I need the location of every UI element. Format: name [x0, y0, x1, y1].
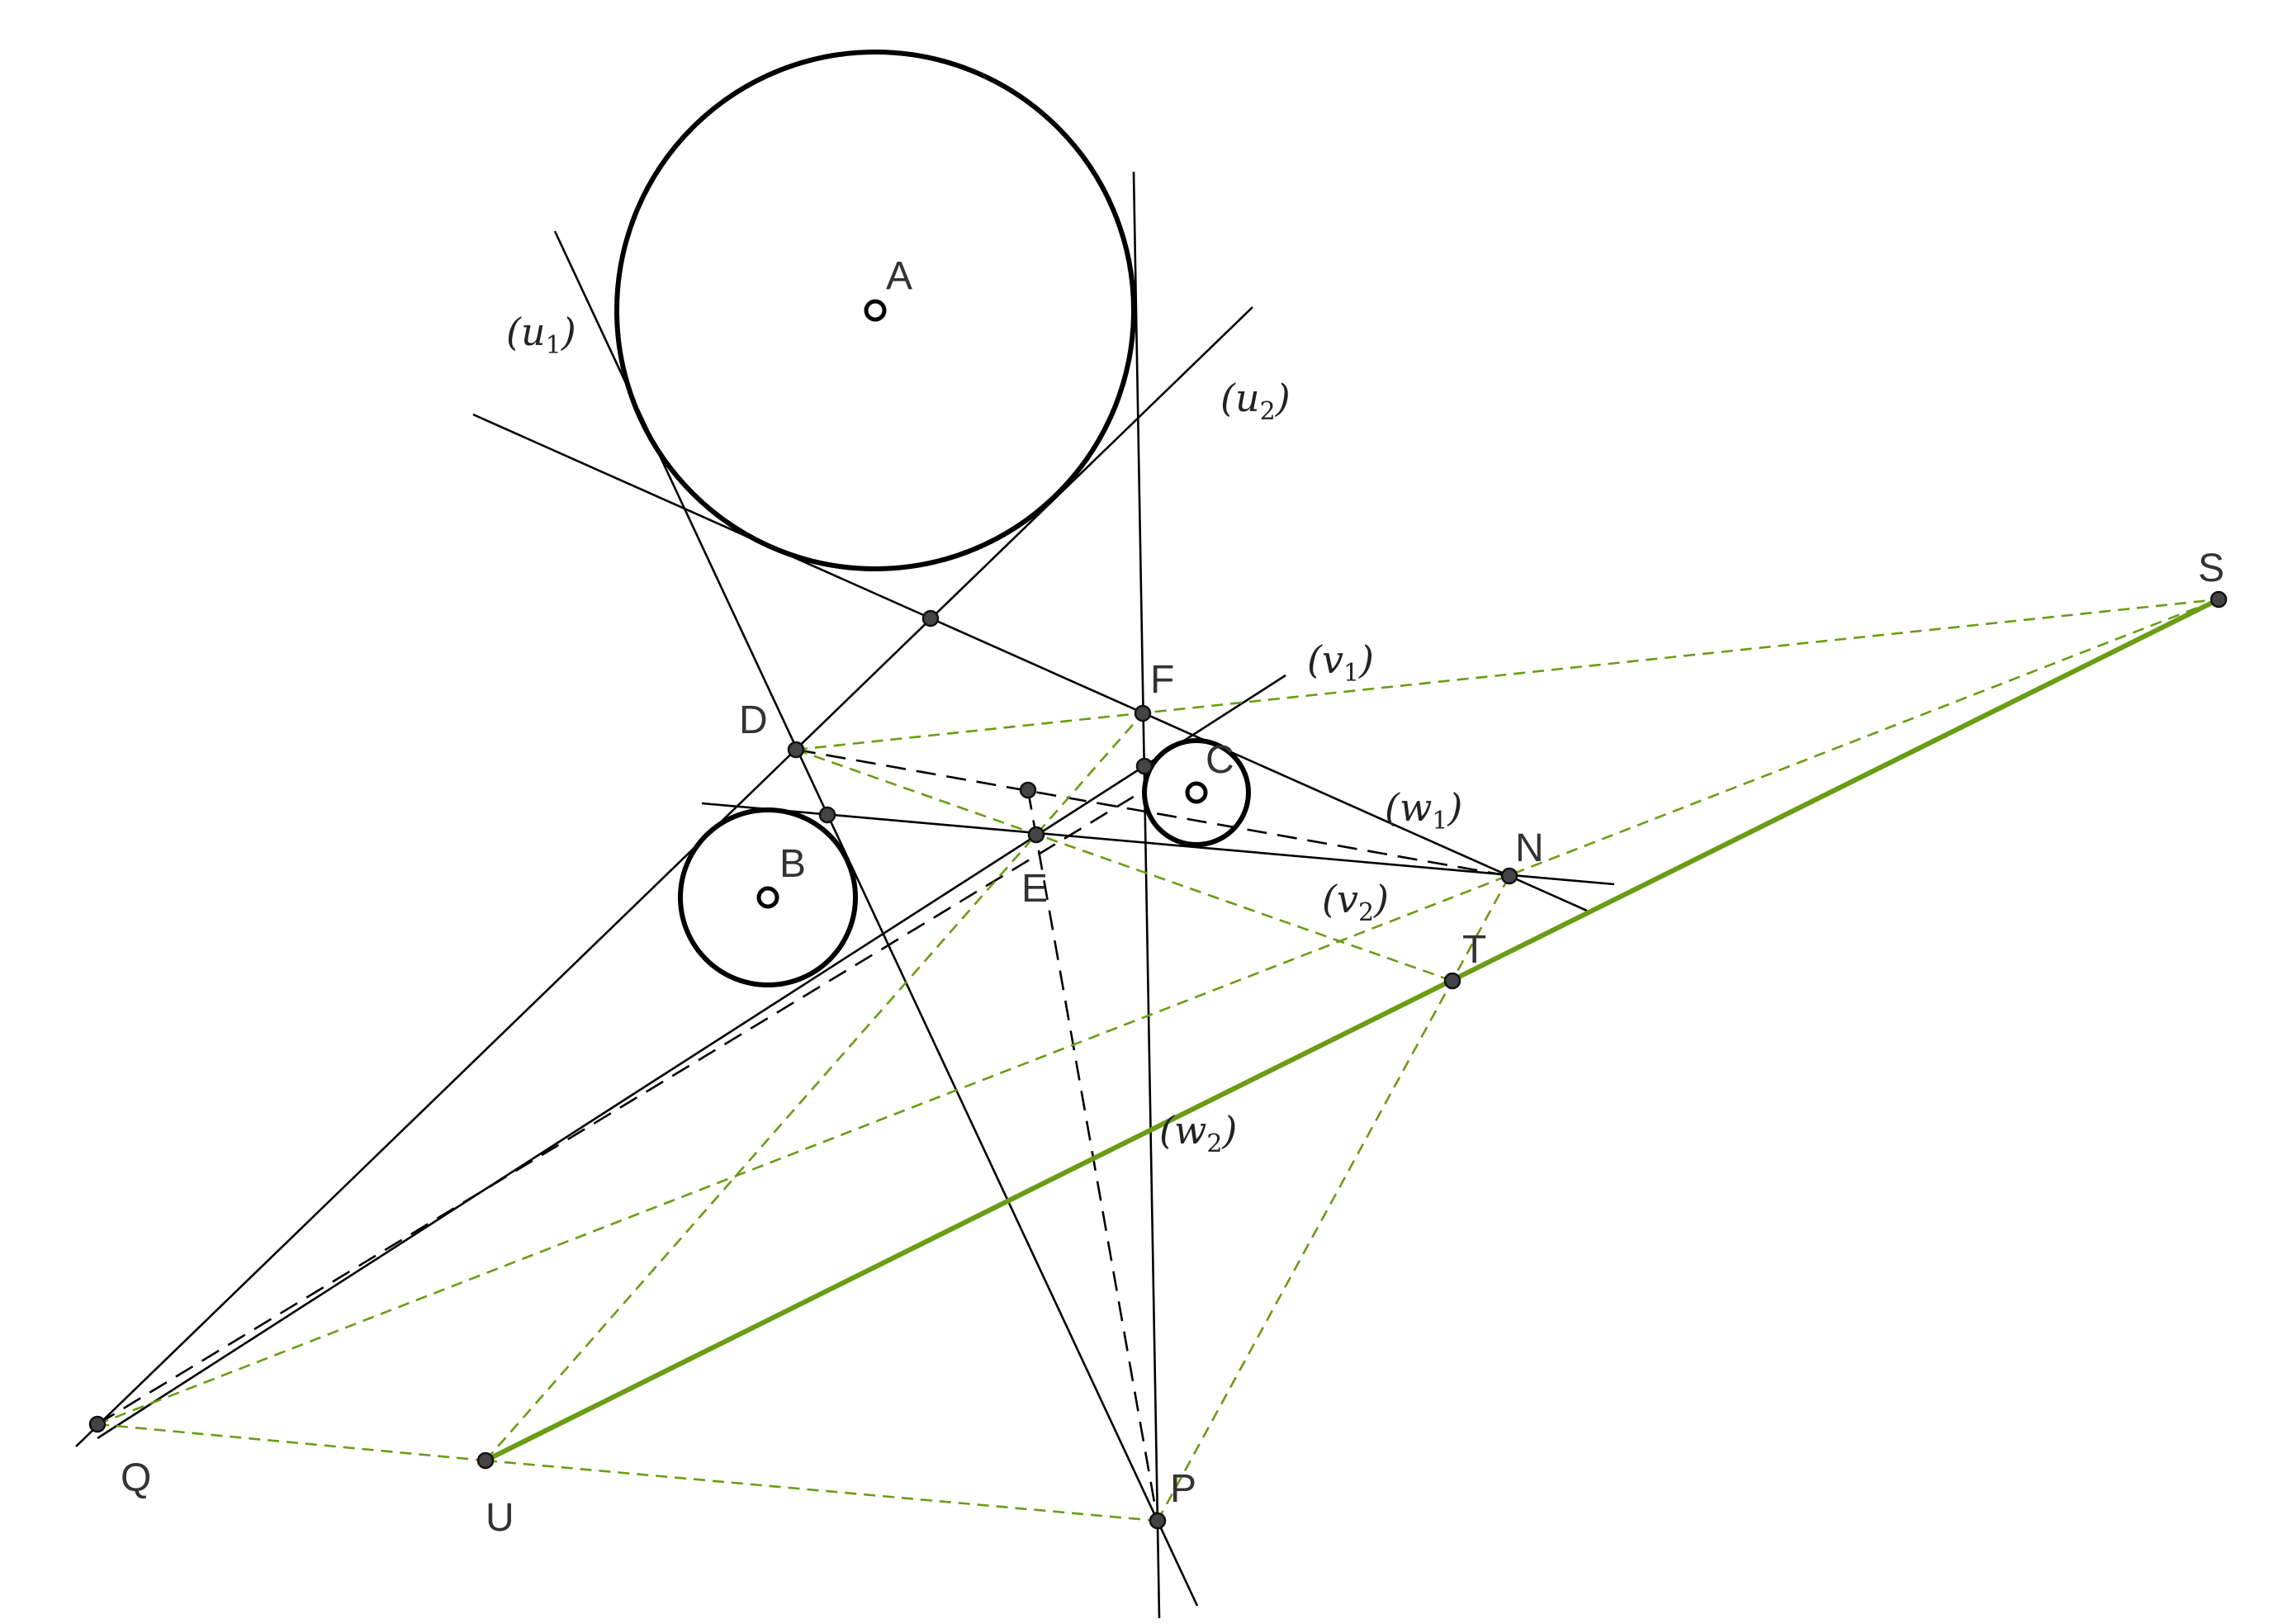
green-d-to-s	[795, 598, 2219, 751]
point-n	[1500, 867, 1518, 885]
label-s: S	[2198, 547, 2224, 590]
point-s	[2210, 590, 2228, 608]
label-p: P	[1170, 1467, 1196, 1511]
point-e-upper	[1019, 781, 1037, 799]
circle-centers	[756, 299, 1208, 909]
green-dashed-lines	[97, 598, 2219, 1522]
label-n: N	[1515, 826, 1544, 870]
line-v1	[97, 674, 1286, 1440]
label-d: D	[739, 698, 768, 742]
green-q-to-s	[97, 598, 2219, 1426]
tangent-lines	[75, 171, 1615, 1619]
line-w2-vertical	[1132, 171, 1161, 1619]
line-u2	[75, 306, 1253, 1447]
center-b	[756, 886, 779, 909]
label-a: A	[886, 254, 912, 298]
green-u-to-p	[485, 1459, 1158, 1522]
label-u: U	[486, 1496, 514, 1540]
point-f	[1134, 704, 1152, 722]
point-v2-u1-intersection	[818, 806, 836, 824]
green-d-to-t	[795, 748, 1453, 982]
green-u-to-f	[485, 713, 1144, 1461]
point-q	[88, 1415, 107, 1433]
label-w2: (w2)	[1159, 1108, 1237, 1158]
line-v2	[701, 802, 1615, 886]
circle-a	[614, 50, 1136, 571]
label-t: T	[1462, 928, 1486, 972]
point-e	[1027, 826, 1045, 844]
green-line-u-to-s	[484, 597, 2220, 1463]
points	[88, 590, 2228, 1530]
point-near-c	[1135, 757, 1153, 775]
label-c: C	[1206, 738, 1234, 782]
dashed-q-to-c	[97, 788, 1145, 1426]
label-f: F	[1150, 658, 1174, 702]
label-w1: (w1)	[1385, 785, 1462, 836]
point-t	[1443, 972, 1461, 990]
line-labels: (u1) (u2) (v1) (w1) (v2) (w2)	[506, 310, 1462, 1158]
label-u1: (u1)	[506, 310, 576, 360]
point-u	[476, 1451, 495, 1470]
label-q: Q	[121, 1456, 151, 1500]
label-e: E	[1021, 867, 1048, 911]
center-c	[1185, 781, 1208, 804]
line-u1	[553, 230, 1199, 1607]
label-v1: (v1)	[1307, 637, 1374, 688]
green-p-to-n	[1156, 875, 1511, 1522]
label-u2: (u2)	[1220, 376, 1291, 426]
dashed-construction-lines	[97, 748, 1510, 1522]
circles	[614, 50, 1251, 987]
point-u1-u2-intersection	[921, 609, 940, 627]
point-labels: A B C D E F N T S Q U P	[121, 254, 2224, 1540]
line-w1	[472, 413, 1588, 912]
point-p	[1149, 1512, 1167, 1530]
green-q-to-u	[97, 1423, 486, 1462]
point-d	[787, 741, 805, 759]
center-a	[864, 299, 887, 322]
dashed-e-to-p	[1026, 789, 1159, 1522]
label-v2: (v2)	[1322, 877, 1389, 927]
label-b: B	[779, 842, 806, 886]
